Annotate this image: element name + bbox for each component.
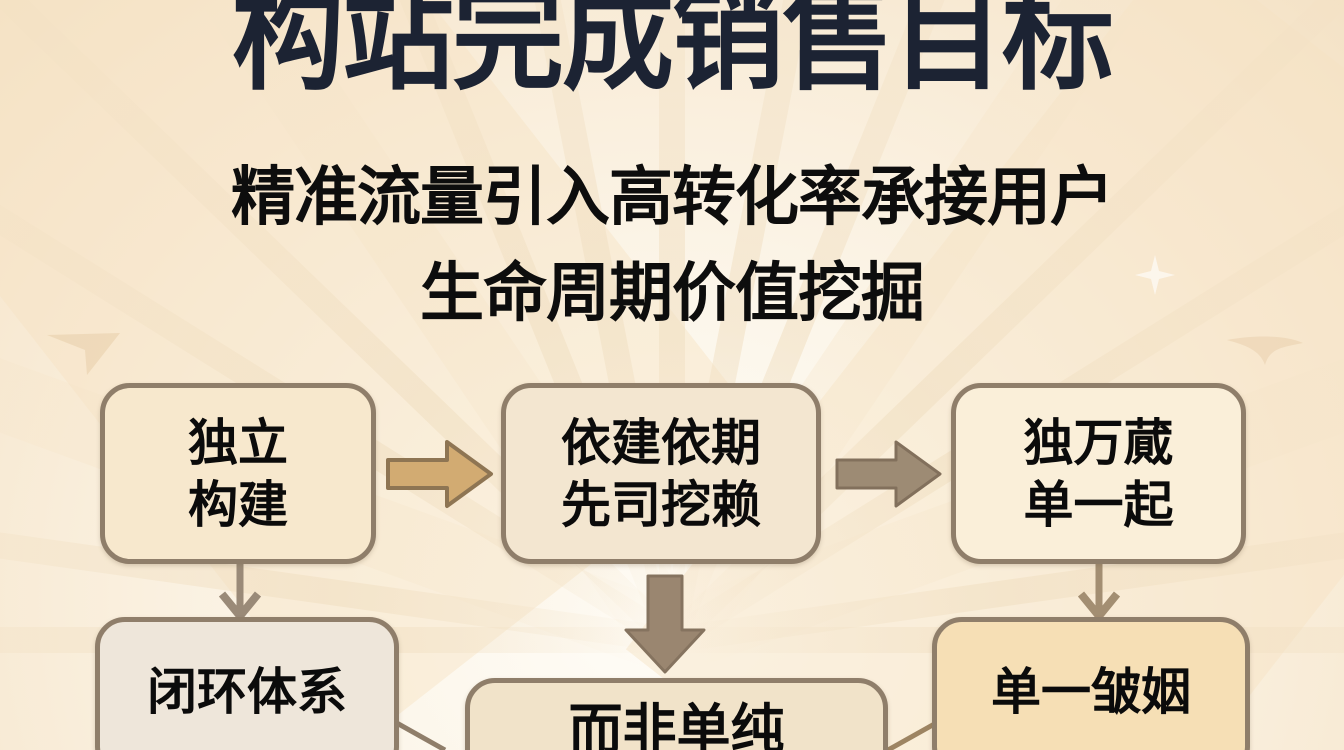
sparkle-icon xyxy=(1135,255,1175,295)
bird-icon xyxy=(1227,336,1303,365)
arrow-diagonal-icon xyxy=(886,720,940,750)
box-text-line: 单一皱姻 xyxy=(991,663,1191,721)
box-text-line: 依建依期 xyxy=(561,413,761,472)
box-text-line: 而非单纯 xyxy=(568,698,785,750)
flow-box-single: 单一皱姻 xyxy=(932,617,1250,750)
box-text-line: 独万蕆 xyxy=(1023,413,1174,472)
arrow-down-icon xyxy=(624,574,706,674)
page-title: 构站完成销售目标 xyxy=(232,0,1114,107)
box-text-line: 先司挖赖 xyxy=(561,475,761,534)
flow-box-not-merely: 而非单纯 xyxy=(465,678,888,750)
box-text-line: 独立 xyxy=(188,413,288,472)
box-text-line: 构建 xyxy=(188,475,288,534)
arrow-right-icon xyxy=(835,440,942,508)
arrow-down-icon xyxy=(1077,562,1121,620)
paper-plane-icon xyxy=(47,333,120,375)
subtitle-line-1: 精准流量引入高转化率承接用户 xyxy=(231,161,1114,235)
flow-box-independent-build: 独立 构建 xyxy=(100,383,376,564)
arrow-diagonal-icon xyxy=(395,720,447,750)
flow-box-right: 独万蕆 单一起 xyxy=(951,383,1246,564)
flow-box-closed-loop: 闭环体系 xyxy=(95,617,399,750)
box-text-line: 单一起 xyxy=(1023,475,1174,534)
box-text-line: 闭环体系 xyxy=(147,663,347,721)
arrow-down-icon xyxy=(218,562,262,620)
subtitle-line-2: 生命周期价值挖掘 xyxy=(420,257,925,331)
arrow-right-icon xyxy=(386,440,493,508)
flow-box-middle: 依建依期 先司挖赖 xyxy=(501,383,821,564)
